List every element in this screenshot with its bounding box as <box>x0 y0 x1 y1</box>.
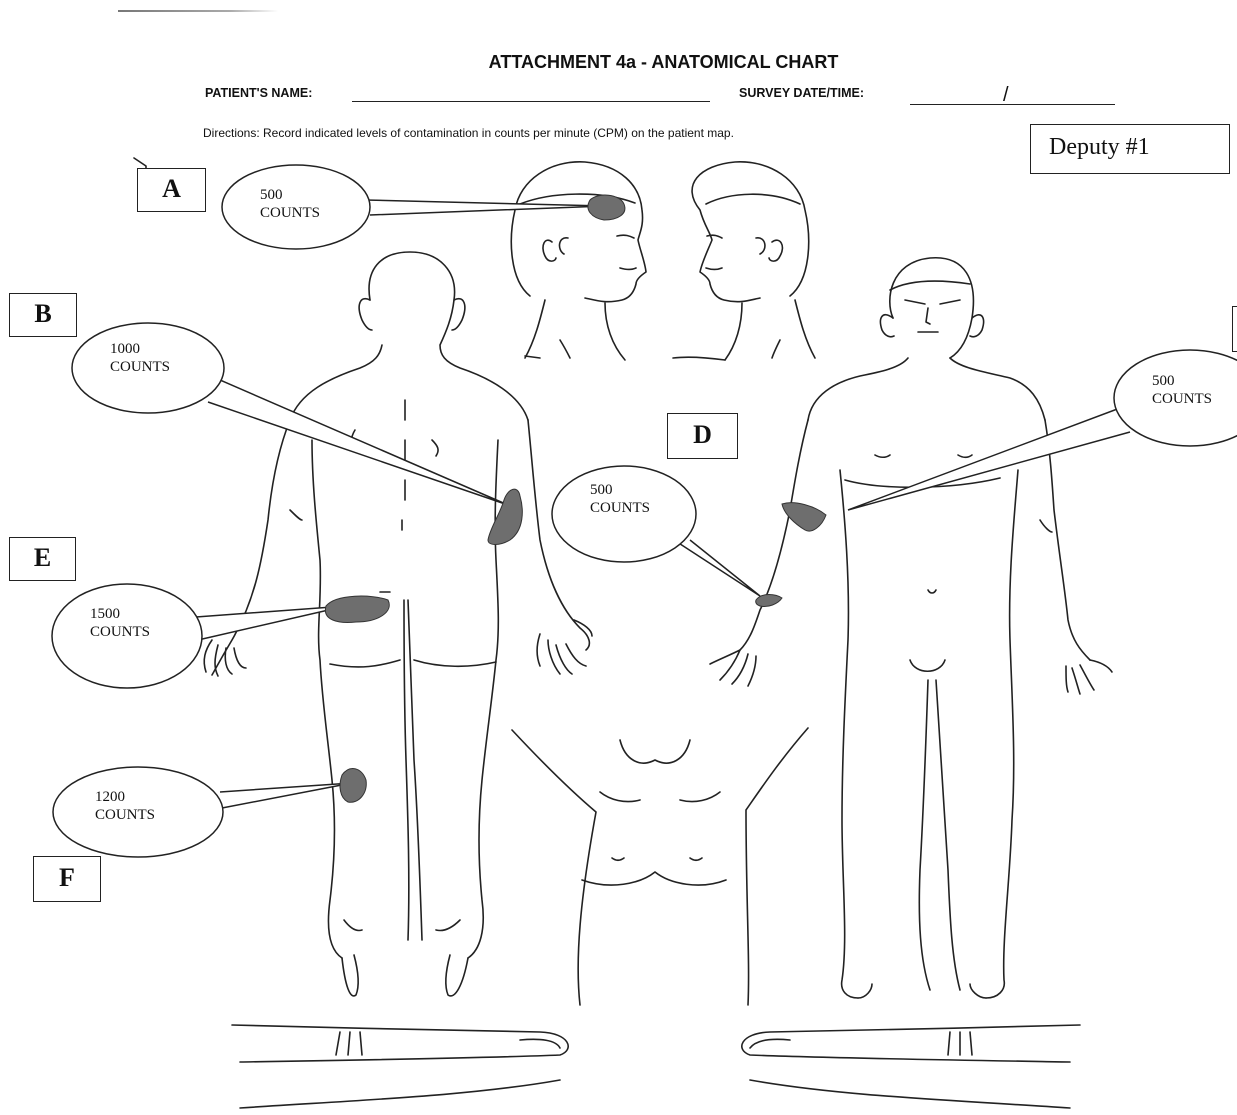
reading-front-arm: 500 COUNTS <box>1152 372 1212 408</box>
head-profile-left <box>673 162 815 360</box>
pelvis-view <box>512 728 808 1005</box>
reading-knee: 1200 COUNTS <box>95 788 155 824</box>
reading-head-value: 500 <box>260 186 320 204</box>
pointer-wrist <box>674 540 760 596</box>
reading-back-elbow: 1000 COUNTS <box>110 340 170 376</box>
reading-knee-unit: COUNTS <box>95 806 155 824</box>
reading-front-arm-value: 500 <box>1152 372 1212 390</box>
contamination-spot-knee <box>340 769 366 803</box>
zone-label-d: D <box>667 413 738 459</box>
reading-wrist-unit: COUNTS <box>590 499 650 517</box>
pointer-knee <box>220 783 352 808</box>
reading-wrist-value: 500 <box>590 481 650 499</box>
reading-wrist: 500 COUNTS <box>590 481 650 517</box>
pointer-back-elbow <box>208 380 508 505</box>
reading-back-elbow-unit: COUNTS <box>110 358 170 376</box>
reading-back-elbow-value: 1000 <box>110 340 170 358</box>
contamination-spot-buttock <box>325 596 389 622</box>
contamination-spot-elbow-back <box>488 489 522 544</box>
contamination-spot-upper-arm <box>782 503 826 531</box>
reading-buttock-unit: COUNTS <box>90 623 150 641</box>
body-front-view <box>710 258 1112 998</box>
pointer-buttock <box>196 606 346 640</box>
contamination-spot-forehead <box>588 195 625 220</box>
head-profile-right <box>511 162 646 360</box>
zone-label-e: E <box>9 537 76 581</box>
reading-knee-value: 1200 <box>95 788 155 806</box>
zone-label-f: F <box>33 856 101 902</box>
contamination-spot-wrist <box>756 595 782 607</box>
pointer-head <box>365 200 605 215</box>
reading-front-arm-unit: COUNTS <box>1152 390 1212 408</box>
reading-buttock: 1500 COUNTS <box>90 605 150 641</box>
pointer-front-arm <box>848 408 1130 510</box>
hands-view <box>232 1025 1080 1108</box>
reading-head-unit: COUNTS <box>260 204 320 222</box>
reading-buttock-value: 1500 <box>90 605 150 623</box>
zone-label-a: A <box>137 168 206 212</box>
zone-label-b: B <box>9 293 77 337</box>
zone-label-partial <box>1232 306 1237 352</box>
reading-head: 500 COUNTS <box>260 186 320 222</box>
